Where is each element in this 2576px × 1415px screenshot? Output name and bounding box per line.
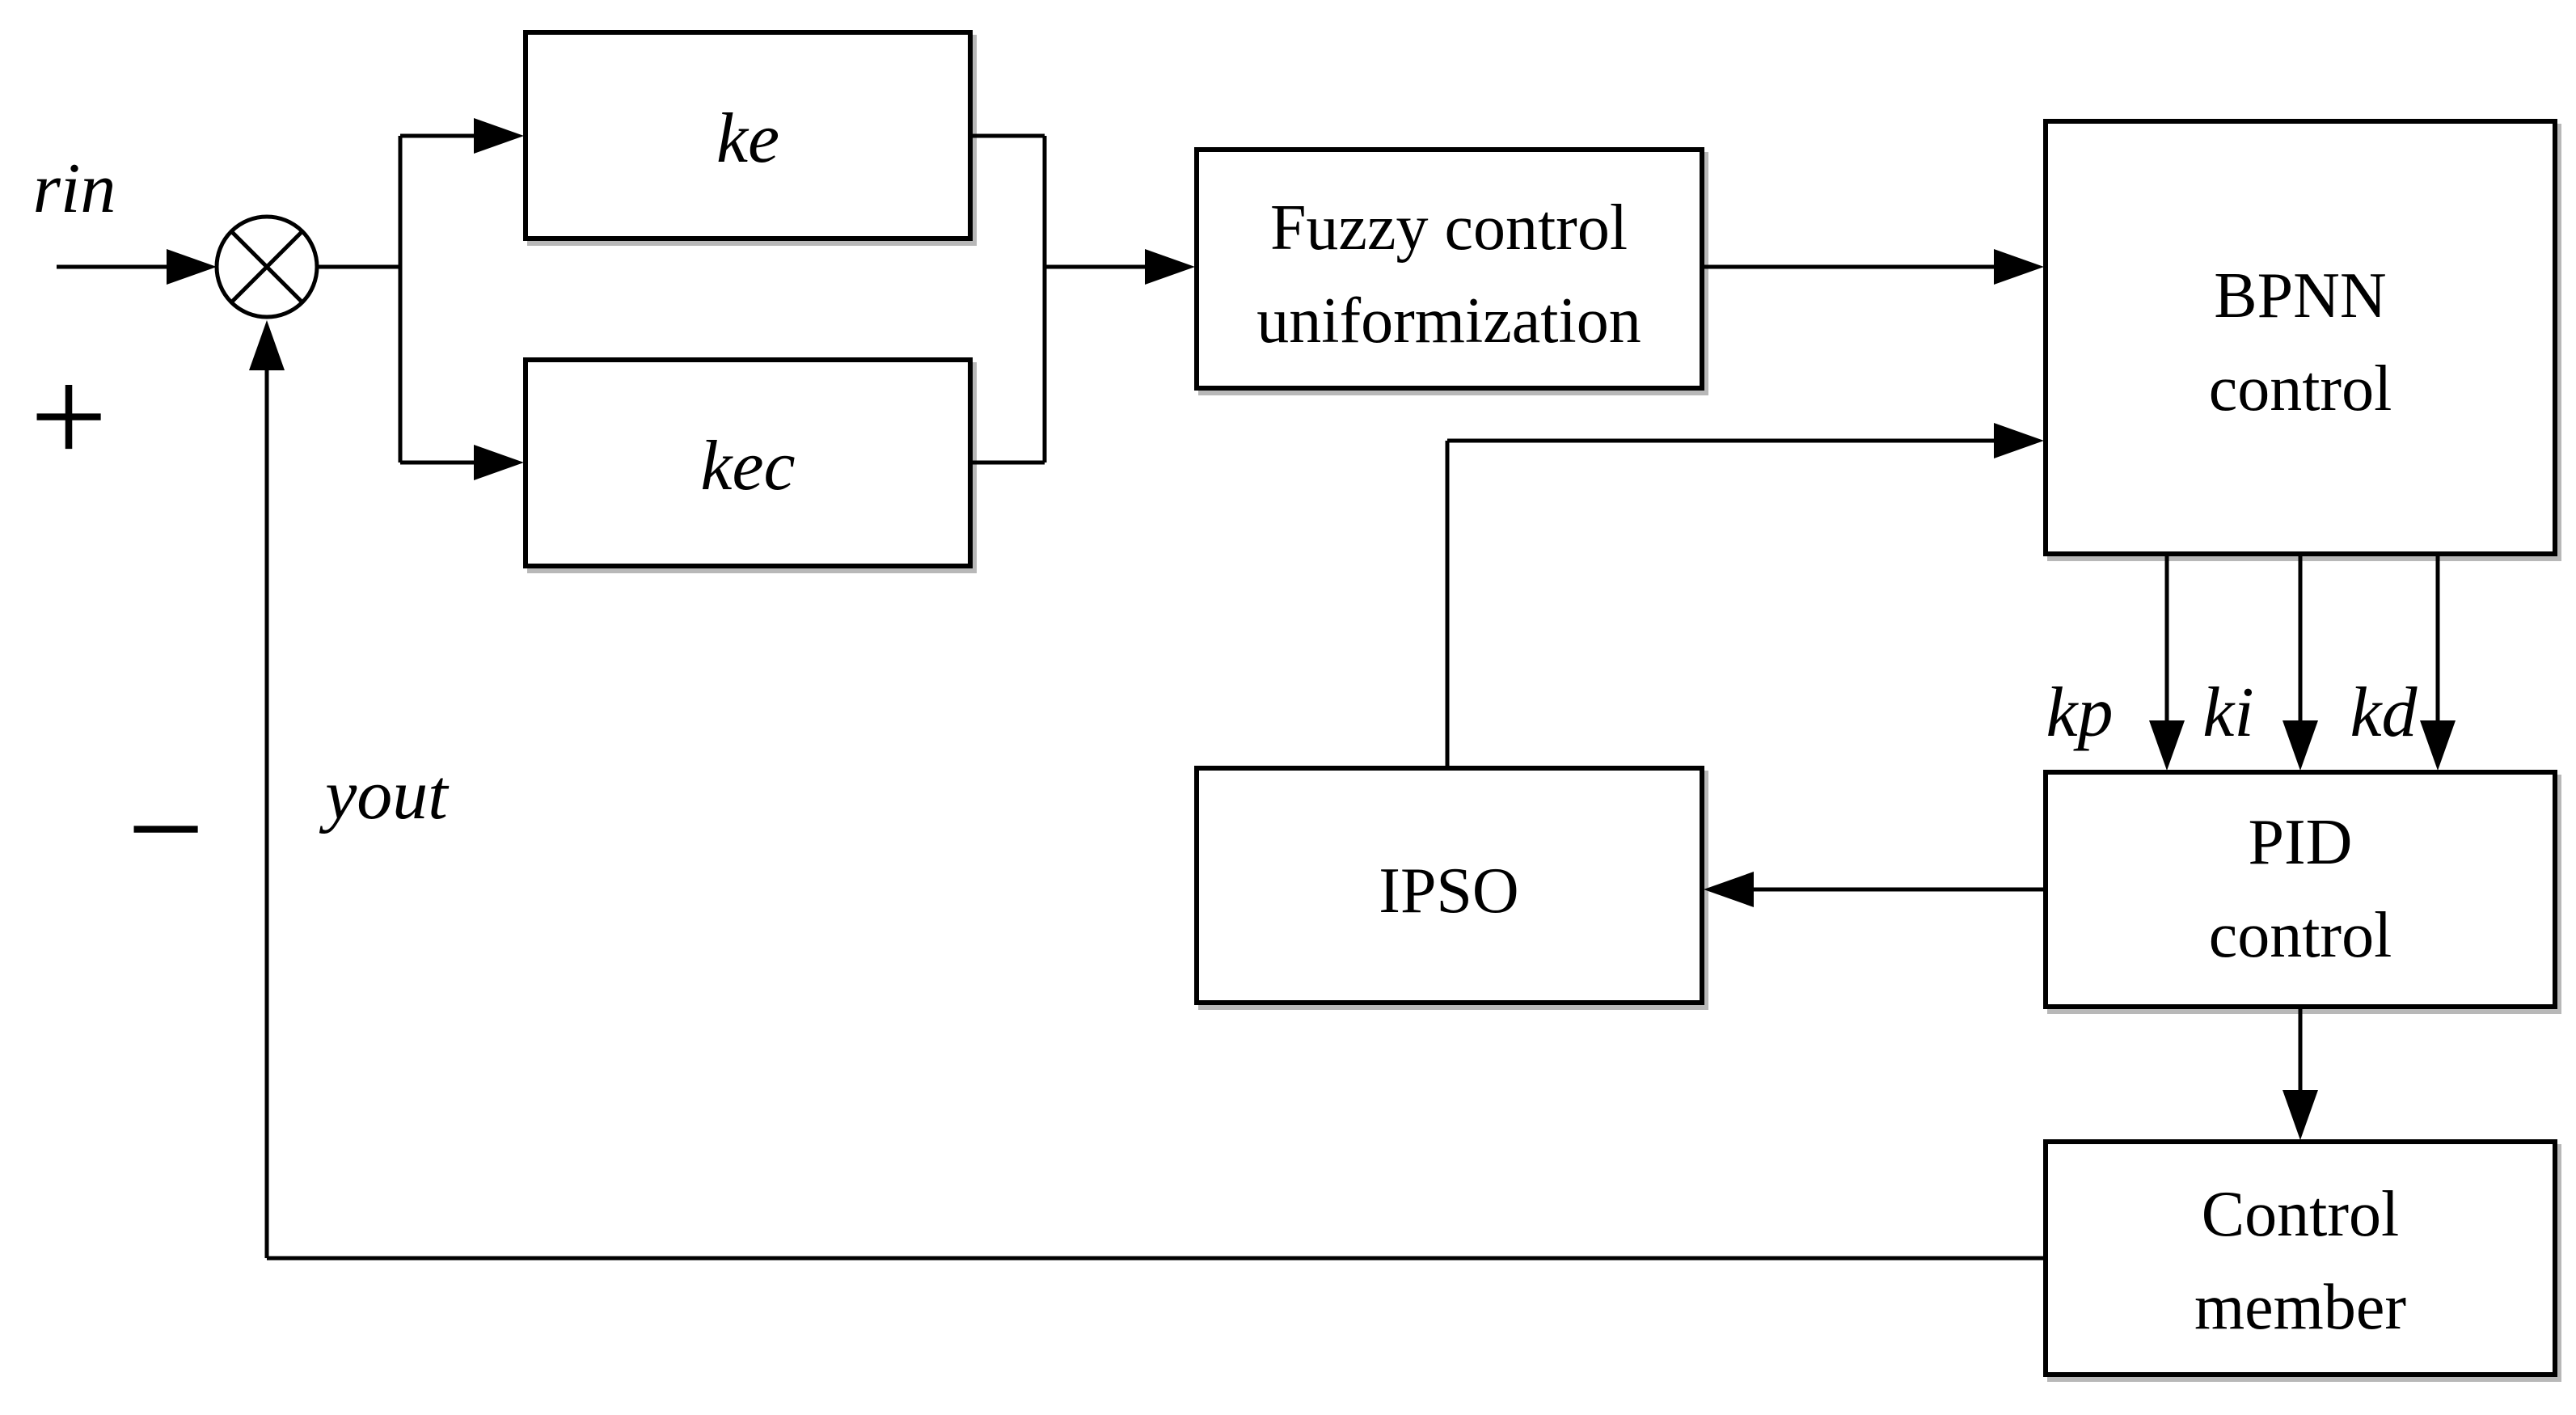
fuzzy-control-block-label-line1: Fuzzy control [1270, 192, 1628, 264]
signal-labels: rin + − yout kp ki kd [30, 150, 2418, 905]
bpnn-control-block [2043, 119, 2557, 556]
ipso-input-arrowhead [1704, 872, 1754, 907]
bpnn-input-arrowhead [1994, 249, 2044, 285]
control-member-block-label-line1: Control [2202, 1179, 2399, 1250]
plus-sign-label: + [30, 340, 108, 492]
feedback-arrowhead [249, 320, 285, 370]
ki-arrowhead [2283, 720, 2318, 771]
input-signal-label: rin [33, 150, 116, 228]
kec-block [523, 357, 973, 568]
summing-junction [214, 214, 319, 319]
pid-control-block-label-line2: control [2209, 900, 2392, 971]
control-member-block [2043, 1139, 2557, 1377]
arrowheads [167, 118, 2456, 1140]
kp-arrowhead [2149, 720, 2185, 771]
blocks: ke kec Fuzzy control uniformization BPNN… [523, 30, 2557, 1377]
bpnn-control-block-label-line2: control [2209, 353, 2392, 424]
ke-block-label: ke [716, 99, 779, 178]
output-signal-label: yout [319, 756, 450, 834]
bpnn-control-block-label-line1: BPNN [2214, 260, 2386, 332]
kec-block-label: kec [700, 427, 795, 505]
bpnn-feedback-arrowhead [1994, 423, 2044, 458]
kd-arrowhead [2420, 720, 2456, 771]
wires [57, 133, 2440, 1261]
input-arrowhead [167, 249, 217, 285]
kec-input-arrowhead [474, 445, 524, 480]
pid-control-block-label-line1: PID [2249, 807, 2353, 878]
ke-block [523, 30, 973, 241]
gain-ki-label: ki [2202, 674, 2254, 752]
control-member-block-label-line2: member [2194, 1272, 2406, 1343]
gain-kd-label: kd [2350, 674, 2418, 752]
ipso-block-label: IPSO [1379, 855, 1518, 927]
minus-sign-label: − [127, 753, 205, 905]
fuzzy-control-block [1194, 147, 1704, 391]
summing-junction-cross-line [230, 230, 303, 303]
fuzzy-input-arrowhead [1145, 249, 1195, 285]
ipso-block [1194, 766, 1704, 1005]
fuzzy-control-block-label-line2: uniformization [1256, 285, 1641, 357]
control-member-input-arrowhead [2283, 1090, 2318, 1140]
pid-control-block [2043, 770, 2557, 1009]
gain-kp-label: kp [2046, 674, 2113, 752]
ke-input-arrowhead [474, 118, 524, 154]
